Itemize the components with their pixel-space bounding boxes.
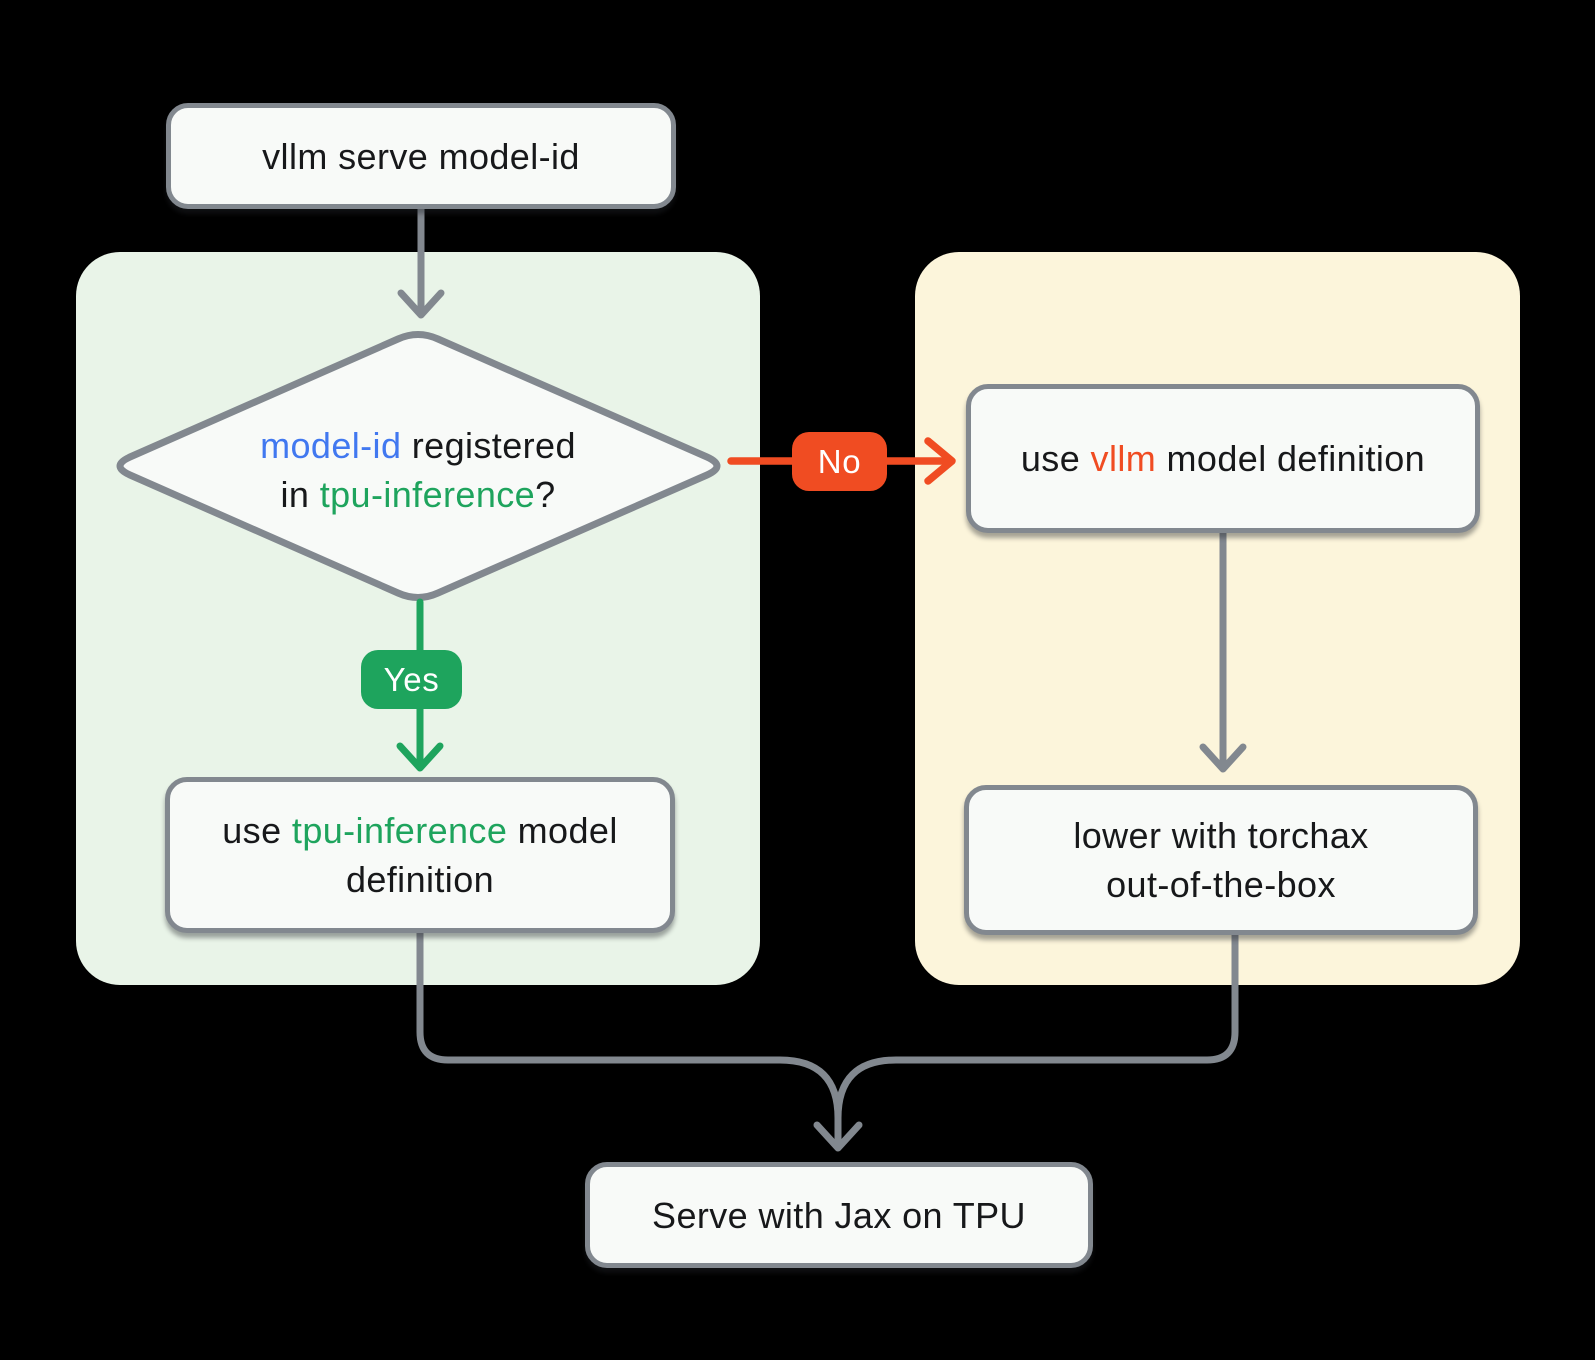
use-vllm-suffix-text: model definition — [1156, 438, 1426, 479]
start-node-label: vllm serve model-id — [262, 135, 580, 177]
start-to-decision-arrowhead-icon — [397, 289, 445, 319]
decision-tpu-inference-text: tpu-inference — [319, 474, 536, 515]
use-tpu-suffix-text: model — [507, 810, 618, 851]
use-tpu-inference-line-1: use tpu-inference model — [222, 806, 617, 855]
lower-torchax-line-2: out-of-the-box — [1106, 864, 1336, 905]
use-vllm-line: use vllm model definition — [1021, 434, 1425, 483]
decision-model-id-text: model-id — [260, 425, 402, 466]
use-tpu-inference-line-2: definition — [345, 859, 495, 900]
no-edge-label: No — [817, 442, 862, 480]
decision-in-text: in — [280, 474, 320, 515]
decision-registered-text: registered — [401, 425, 576, 466]
start-node: vllm serve model-id — [166, 103, 676, 209]
use-tpu-prefix-text: use — [222, 810, 292, 851]
no-arrowhead-icon — [924, 437, 956, 485]
use-vllm-accent-text: vllm — [1090, 438, 1157, 479]
merge-arrowhead-icon — [813, 1121, 863, 1152]
lower-torchax-line-1: lower with torchax — [1073, 815, 1369, 856]
decision-node-label: model-id registered in tpu-inference? — [118, 421, 718, 519]
lower-torchax-node: lower with torchax out-of-the-box — [964, 785, 1478, 935]
use-tpu-inference-node: use tpu-inference model definition — [165, 777, 675, 933]
decision-line-2: in tpu-inference? — [118, 470, 718, 519]
use-vllm-node: use vllm model definition — [966, 384, 1480, 533]
merge-left-line — [416, 926, 842, 1122]
vllm-to-torchax-arrowhead-icon — [1199, 743, 1247, 773]
serve-node: Serve with Jax on TPU — [585, 1162, 1093, 1268]
yes-arrowhead-icon — [396, 742, 444, 772]
decision-question-mark: ? — [535, 474, 556, 515]
no-edge-badge: No — [792, 432, 887, 491]
decision-line-1: model-id registered — [118, 421, 718, 470]
yes-edge-badge: Yes — [361, 650, 462, 709]
use-vllm-prefix-text: use — [1020, 438, 1091, 479]
merge-right-line — [834, 928, 1239, 1122]
decision-diamond-shape — [116, 331, 721, 601]
serve-node-label: Serve with Jax on TPU — [652, 1194, 1026, 1236]
yes-edge-label: Yes — [383, 660, 440, 698]
use-tpu-accent-text: tpu-inference — [291, 810, 508, 851]
